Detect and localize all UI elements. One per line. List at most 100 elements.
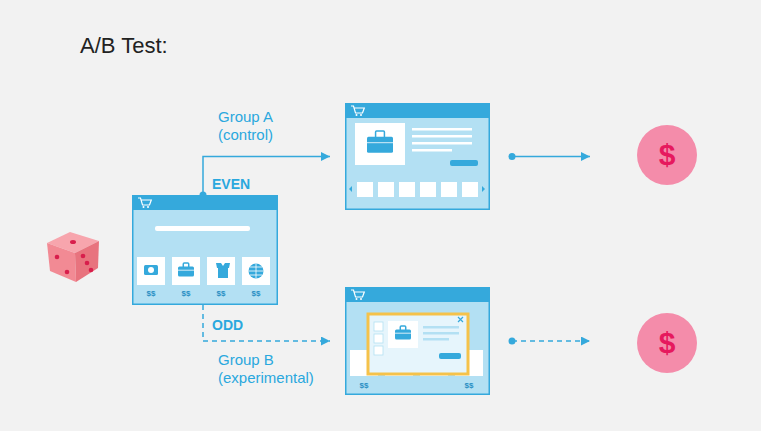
edge-start-dot bbox=[509, 153, 516, 160]
cart-icon bbox=[351, 290, 364, 297]
title-slot: A/B Test: bbox=[80, 33, 168, 59]
briefcase-strap bbox=[367, 142, 393, 143]
text-slot: $$ bbox=[455, 381, 483, 391]
popup-window bbox=[368, 314, 468, 374]
text-line bbox=[412, 128, 472, 131]
cart-wheel bbox=[360, 298, 362, 300]
text-line bbox=[412, 135, 472, 138]
text-line bbox=[412, 142, 472, 145]
dice-pip bbox=[85, 261, 90, 266]
popup-button bbox=[439, 353, 461, 359]
shirt-icon bbox=[216, 263, 230, 278]
landing-page-mockup: $$ $$ $$ $$ bbox=[132, 195, 278, 305]
text-slot: Group A (control) bbox=[218, 108, 302, 144]
experimental-page-mockup: Group B (experimental)$$$$ bbox=[345, 287, 490, 395]
control-page-mockup: Group A (control) bbox=[345, 103, 490, 210]
price-label: $$ bbox=[242, 289, 270, 299]
flow-arrow bbox=[512, 156, 590, 158]
thumbnail bbox=[357, 182, 373, 197]
revenue-coin: $ bbox=[637, 125, 697, 185]
text-slot: $$ bbox=[350, 381, 378, 391]
page-frame bbox=[346, 288, 490, 395]
text-slot: $$ bbox=[137, 289, 165, 299]
briefcase-body bbox=[395, 330, 411, 340]
camera-lens bbox=[148, 267, 154, 273]
product-tile bbox=[137, 257, 165, 285]
price-label: $$ bbox=[137, 289, 165, 299]
product-tile bbox=[242, 257, 270, 285]
page-top-bar bbox=[345, 287, 490, 302]
briefcase-body bbox=[367, 137, 393, 153]
edge-label-slot: ODD bbox=[210, 317, 245, 333]
product-image bbox=[355, 123, 405, 165]
briefcase-body bbox=[178, 267, 194, 277]
flow-arrow bbox=[203, 305, 330, 341]
cart-icon bbox=[138, 198, 151, 205]
product-tile bbox=[207, 257, 235, 285]
cart-wheel bbox=[356, 298, 358, 300]
dice bbox=[47, 232, 99, 282]
popup-image bbox=[388, 321, 418, 348]
popup-text-line bbox=[423, 332, 459, 335]
edge-label: EVEN bbox=[210, 176, 252, 192]
popup-text-line bbox=[423, 338, 449, 341]
cart-wheel bbox=[143, 206, 145, 208]
edge-label: ODD bbox=[210, 317, 245, 333]
camera-icon bbox=[144, 265, 158, 275]
text-line bbox=[412, 149, 452, 152]
globe-icon bbox=[249, 264, 264, 279]
group-heading: Group A (control) bbox=[218, 108, 302, 144]
page-frame bbox=[133, 196, 278, 305]
text-slot: $$ bbox=[207, 289, 235, 299]
dollar-sign: $ bbox=[659, 138, 676, 172]
page-illustration bbox=[132, 195, 278, 305]
dice-right-face bbox=[75, 241, 99, 282]
group-heading: Group B (experimental) bbox=[218, 351, 330, 387]
cart-icon bbox=[351, 106, 364, 113]
flow-arrow bbox=[203, 157, 330, 196]
product-tile bbox=[172, 257, 200, 285]
briefcase-strap bbox=[395, 333, 411, 334]
page-frame bbox=[346, 104, 490, 210]
cart-wheel bbox=[147, 206, 149, 208]
cart-wheel bbox=[356, 114, 358, 116]
text-slot: Group B (experimental) bbox=[218, 351, 330, 387]
buy-button bbox=[450, 160, 478, 166]
price-label: $$ bbox=[350, 381, 378, 391]
dice-pip bbox=[65, 270, 70, 275]
page-top-bar bbox=[132, 195, 278, 210]
price-label: $$ bbox=[172, 289, 200, 299]
price-label: $$ bbox=[207, 289, 235, 299]
price-label: $$ bbox=[455, 381, 483, 391]
carousel-arrow bbox=[482, 186, 485, 192]
dice-pip bbox=[55, 255, 60, 260]
edge-label-slot: EVEN bbox=[210, 176, 252, 192]
thumbnail bbox=[378, 182, 394, 197]
popup-close-icon bbox=[458, 317, 463, 322]
thumbnail bbox=[462, 182, 478, 197]
briefcase-strap bbox=[178, 270, 194, 271]
thumbnail bbox=[420, 182, 436, 197]
globe-lines bbox=[249, 264, 264, 279]
search-bar bbox=[155, 226, 250, 231]
dice-pip bbox=[89, 268, 94, 273]
flow-arrow bbox=[512, 340, 590, 342]
page-top-bar bbox=[345, 103, 490, 118]
text-slot: $$ bbox=[172, 289, 200, 299]
edge-start-dot bbox=[509, 338, 516, 345]
cart-wheel bbox=[360, 114, 362, 116]
dollar-sign: $ bbox=[659, 326, 676, 360]
dice-pip bbox=[70, 240, 76, 244]
dice-pip bbox=[81, 254, 86, 259]
text-slot: $$ bbox=[242, 289, 270, 299]
revenue-coin: $ bbox=[637, 313, 697, 373]
carousel-arrow bbox=[349, 186, 352, 192]
popup-thumbnail bbox=[374, 322, 383, 331]
popup-text-line bbox=[423, 326, 459, 329]
popup-thumbnail bbox=[374, 346, 383, 355]
thumbnail bbox=[441, 182, 457, 197]
thumbnail bbox=[399, 182, 415, 197]
